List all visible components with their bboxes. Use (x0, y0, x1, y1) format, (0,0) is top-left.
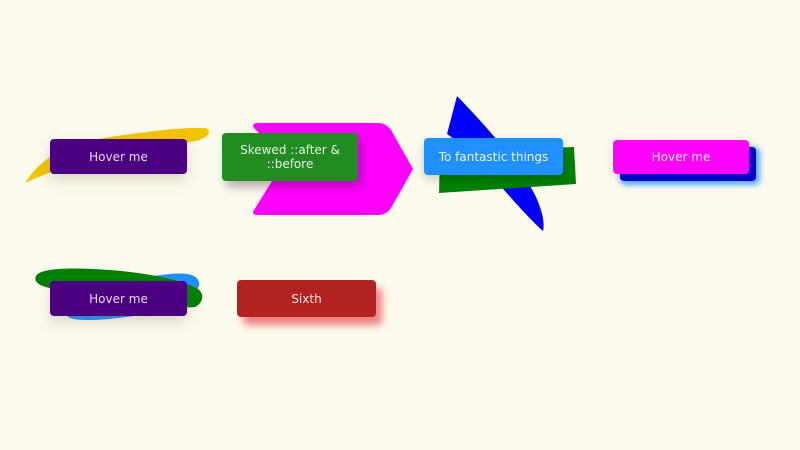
hover-me-button-purple[interactable]: Hover me (50, 139, 187, 174)
skewed-after-before-button[interactable]: Skewed ::after & ::before (222, 133, 358, 181)
button-label: Hover me (89, 291, 148, 306)
sixth-button[interactable]: Sixth (237, 280, 376, 317)
button-label: To fantastic things (438, 149, 549, 164)
button-label: Hover me (89, 149, 148, 164)
to-fantastic-things-button[interactable]: To fantastic things (424, 138, 563, 175)
button-label-line2: ::before (266, 157, 314, 171)
hover-me-button-magenta[interactable]: Hover me (613, 140, 749, 174)
hover-me-button-purple-blobs[interactable]: Hover me (50, 281, 187, 316)
button-label: Hover me (651, 150, 711, 164)
button-label-line1: Skewed ::after & (240, 143, 340, 157)
button-label: Skewed ::after & ::before (240, 143, 340, 171)
button-label: Sixth (291, 291, 322, 306)
